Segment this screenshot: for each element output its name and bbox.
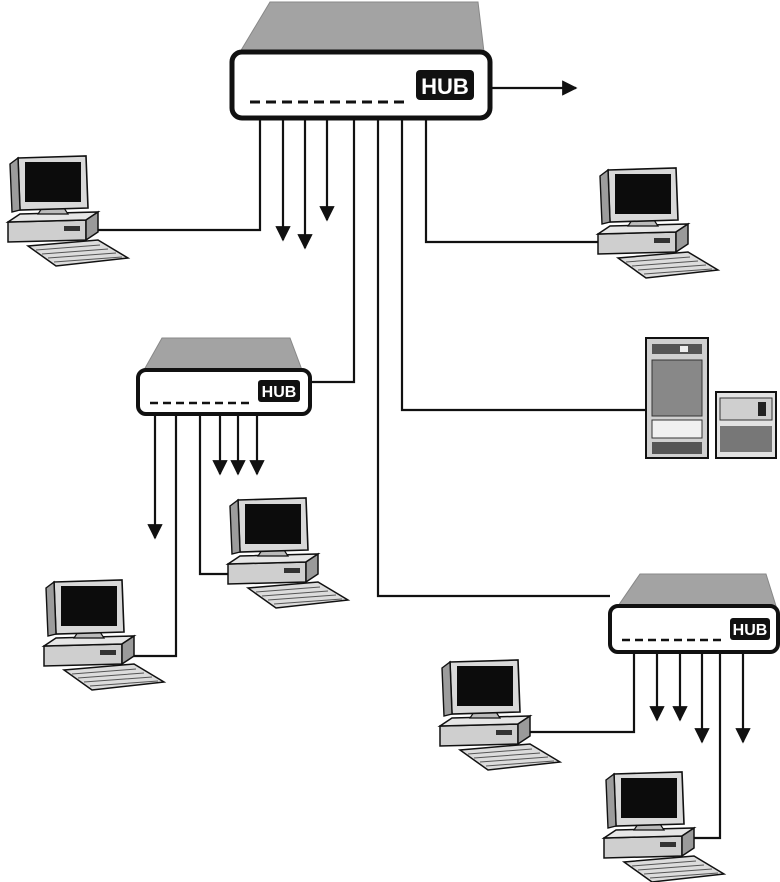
hub-left: HUB <box>136 337 312 416</box>
connection-lines <box>95 80 751 840</box>
hub-main: HUB <box>229 1 493 121</box>
pc-mid-center <box>227 497 349 609</box>
link-main-to-hub-left <box>310 118 356 384</box>
link-hub-right-to-pc-bottom-right <box>690 652 722 840</box>
hub-right: HUB <box>608 573 780 654</box>
link-main-to-hub-right <box>376 118 610 598</box>
hub-main-label: HUB <box>421 74 469 99</box>
server-tower <box>645 337 777 459</box>
pc-bottom-center <box>439 659 561 771</box>
pc-mid-left <box>43 579 165 691</box>
link-main-to-pc-top-right <box>424 118 605 244</box>
hub-right-label: HUB <box>733 622 768 639</box>
pc-top-right <box>597 167 719 279</box>
link-hub-left-to-pc-mid-center <box>198 414 240 576</box>
link-main-to-server <box>400 118 646 412</box>
link-main-to-pc-top-left <box>95 118 262 232</box>
link-hub-right-to-pc-bottom-center <box>520 652 636 734</box>
hub-left-label: HUB <box>262 384 297 401</box>
pc-top-left <box>7 155 129 267</box>
pc-bottom-right <box>603 771 725 882</box>
link-hub-left-to-pc-mid-left <box>120 414 178 658</box>
